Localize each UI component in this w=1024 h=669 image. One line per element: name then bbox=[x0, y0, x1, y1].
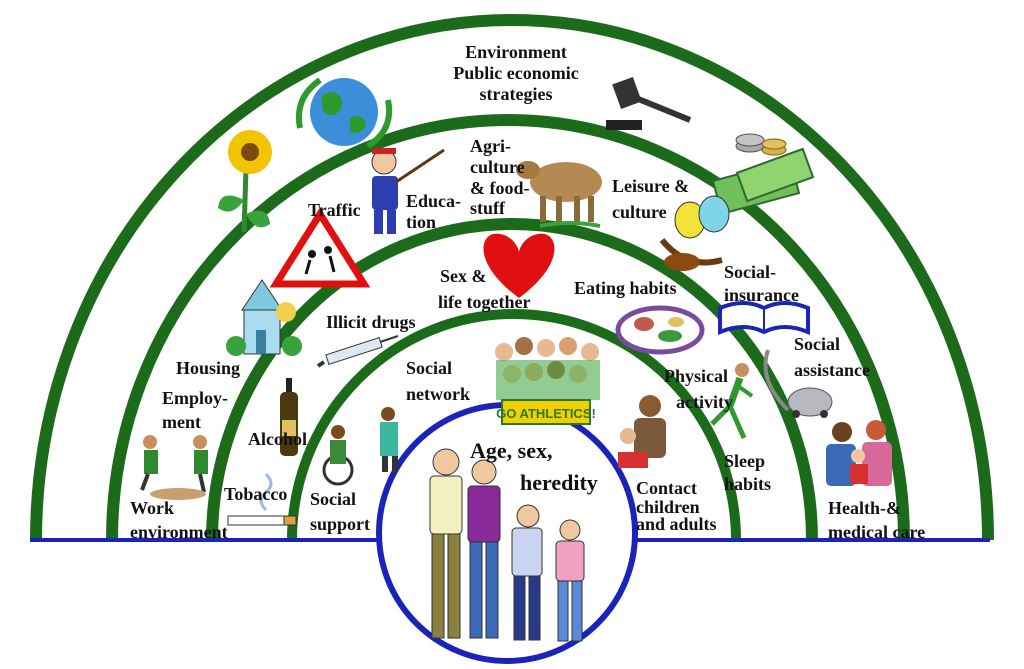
label-heredity: heredity bbox=[520, 470, 598, 495]
label-housing: Housing bbox=[176, 358, 240, 378]
cigarette-icon bbox=[227, 472, 297, 526]
label-employment-1: Employ- bbox=[162, 388, 228, 408]
label-sex-1: Sex & bbox=[440, 266, 487, 286]
globe-icon bbox=[296, 77, 392, 149]
crowd-icon bbox=[495, 337, 600, 425]
label-contact-3: and adults bbox=[636, 514, 717, 534]
living-layer-labels: Traffic Educa- tion Agri- culture & food… bbox=[130, 136, 925, 542]
label-education-1: Educa- bbox=[406, 191, 461, 211]
label-environment: Environment bbox=[465, 42, 567, 62]
book-icon bbox=[718, 301, 810, 335]
label-eating: Eating habits bbox=[574, 278, 677, 298]
label-social-support-2: support bbox=[310, 514, 370, 534]
label-strategies: strategies bbox=[480, 84, 553, 104]
workers-icon bbox=[140, 435, 208, 500]
crowd-banner: GO ATHLETICS! bbox=[496, 406, 596, 421]
label-age-sex: Age, sex, bbox=[470, 438, 552, 463]
label-traffic: Traffic bbox=[308, 200, 361, 220]
label-contact-1: Contact bbox=[636, 478, 697, 498]
teacher-icon bbox=[371, 148, 445, 234]
label-social-support-1: Social bbox=[310, 489, 356, 509]
theatre-masks-icon bbox=[659, 195, 730, 271]
label-health-care-1: Health-& bbox=[828, 498, 901, 518]
label-tobacco: Tobacco bbox=[224, 484, 287, 504]
label-leisure-2: culture bbox=[612, 202, 667, 222]
label-agri-3: & food- bbox=[470, 178, 530, 198]
vacuum-icon bbox=[763, 349, 833, 418]
label-sleep-2: habits bbox=[724, 474, 771, 494]
label-agri-2: culture bbox=[470, 157, 525, 177]
label-agri-1: Agri- bbox=[470, 136, 511, 156]
label-illicit-drugs: Illicit drugs bbox=[326, 312, 416, 332]
label-sleep-1: Sleep bbox=[724, 451, 765, 471]
house-icon bbox=[226, 279, 302, 356]
outer-layer-labels: Environment Public economic strategies bbox=[453, 42, 578, 104]
lifestyle-layer-labels: Illicit drugs Sex & life together Eating… bbox=[224, 266, 771, 504]
label-agri-4: stuff bbox=[470, 198, 506, 218]
doctor-icon bbox=[826, 420, 892, 486]
label-physical-2: activity bbox=[676, 392, 733, 412]
traffic-sign-icon bbox=[269, 207, 371, 288]
label-social-network-2: network bbox=[406, 384, 470, 404]
label-alcohol: Alcohol bbox=[248, 429, 307, 449]
family-icon bbox=[429, 448, 585, 642]
runner-icon bbox=[710, 363, 754, 440]
label-contact-2: children bbox=[636, 497, 700, 517]
heart-icon bbox=[483, 233, 555, 298]
gavel-icon bbox=[606, 77, 692, 130]
core-labels: Age, sex, heredity bbox=[470, 438, 598, 495]
arc-social bbox=[287, 309, 741, 541]
social-layer-labels: Social network Social support Contact ch… bbox=[310, 358, 717, 534]
money-icon bbox=[711, 133, 815, 215]
label-physical-1: Physical bbox=[664, 366, 728, 386]
cow-icon bbox=[516, 161, 602, 228]
bottle-icon bbox=[280, 378, 298, 456]
syringe-icon bbox=[316, 335, 399, 368]
label-public-economic: Public economic bbox=[453, 63, 578, 83]
label-health-care-2: medical care bbox=[828, 522, 925, 542]
rainbow-arcs bbox=[30, 14, 994, 541]
wheelchair-icon bbox=[322, 407, 398, 486]
reading-icon bbox=[618, 395, 666, 468]
sunflower-icon bbox=[218, 130, 272, 233]
label-leisure-1: Leisure & bbox=[612, 176, 689, 196]
label-social-network-1: Social bbox=[406, 358, 452, 378]
label-work-env-2: environment bbox=[130, 522, 228, 542]
label-social-insurance-2: insurance bbox=[724, 285, 799, 305]
arc-living bbox=[106, 114, 910, 541]
label-work-env-1: Work bbox=[130, 498, 174, 518]
arc-outer bbox=[30, 14, 994, 541]
food-plate-icon bbox=[615, 305, 705, 355]
label-employment-2: ment bbox=[162, 412, 201, 432]
label-education-2: tion bbox=[406, 212, 436, 232]
label-social-assistance-1: Social bbox=[794, 334, 840, 354]
label-sex-2: life together bbox=[438, 292, 530, 312]
arc-lifestyle bbox=[206, 218, 818, 541]
label-social-insurance-1: Social- bbox=[724, 262, 776, 282]
label-social-assistance-2: assistance bbox=[794, 360, 870, 380]
